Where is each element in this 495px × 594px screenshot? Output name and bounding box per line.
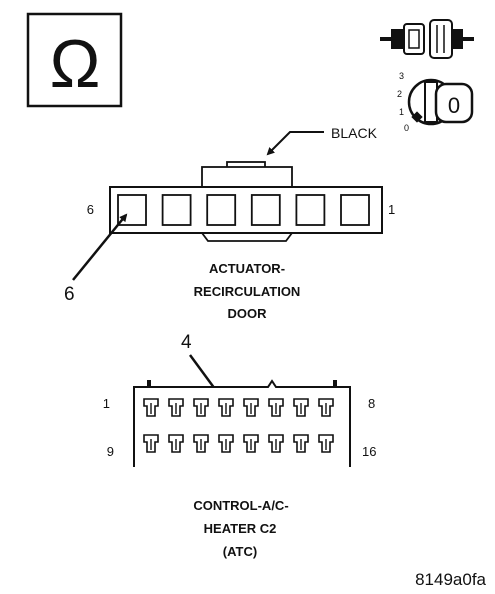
pin-1-row-label: 1 [103, 396, 110, 411]
control-title-line-1: CONTROL-A/C- [193, 498, 288, 513]
terminal [243, 434, 259, 453]
control-title-line-3: (ATC) [223, 544, 257, 559]
terminal [143, 398, 159, 417]
terminal [318, 434, 334, 453]
pin-6-label: 6 [87, 202, 94, 217]
terminal [218, 434, 234, 453]
cavity [295, 194, 326, 226]
terminal [293, 434, 309, 453]
cavity [161, 194, 192, 226]
terminal [193, 398, 209, 417]
figure-id: 8149a0fa [415, 570, 486, 589]
ignition-pos-2: 2 [397, 89, 402, 99]
control-title-line-2: HEATER C2 [204, 521, 277, 536]
terminal [168, 398, 184, 417]
disconnected-connector-icon [380, 19, 474, 59]
callout-6-arrow [72, 213, 128, 281]
ohmmeter-symbol: Ω [26, 12, 123, 108]
cavity [206, 194, 237, 226]
cavity [250, 194, 281, 226]
ignition-pos-1: 1 [399, 107, 404, 117]
pin-8-row-label: 8 [368, 396, 375, 411]
control-heater-connector: 4 1 8 9 16 CONTROL-A/C- HEATER C2 (ATC) [103, 332, 377, 559]
actuator-connector: 6 1 6 ACTUATOR- RECIRCULATION DOOR [64, 161, 395, 321]
terminal [268, 434, 284, 453]
terminal [318, 398, 334, 417]
pin-9-row-label: 9 [107, 444, 114, 459]
cavity-row [117, 194, 370, 226]
cavity [340, 194, 370, 226]
ignition-key-label: 0 [448, 93, 460, 118]
ignition-key-icon: 3 2 1 0 0 [397, 71, 474, 133]
terminal [243, 398, 259, 417]
actuator-title-line-2: RECIRCULATION [194, 284, 301, 299]
ohm-icon: Ω [50, 26, 101, 102]
callout-4: 4 [181, 332, 192, 353]
terminal-rows [143, 398, 334, 453]
actuator-title-line-1: ACTUATOR- [209, 261, 285, 276]
terminal [193, 434, 209, 453]
terminal [143, 434, 159, 453]
ignition-pos-0: 0 [404, 123, 409, 133]
ignition-pos-3: 3 [399, 71, 404, 81]
actuator-title-line-3: DOOR [228, 306, 268, 321]
black-wire-callout: BLACK [266, 125, 378, 156]
black-wire-label: BLACK [331, 125, 378, 141]
pin-16-row-label: 16 [362, 444, 376, 459]
pin-1-label: 1 [388, 202, 395, 217]
callout-6: 6 [64, 284, 75, 305]
terminal [168, 434, 184, 453]
terminal [218, 398, 234, 417]
terminal [268, 398, 284, 417]
terminal [293, 398, 309, 417]
